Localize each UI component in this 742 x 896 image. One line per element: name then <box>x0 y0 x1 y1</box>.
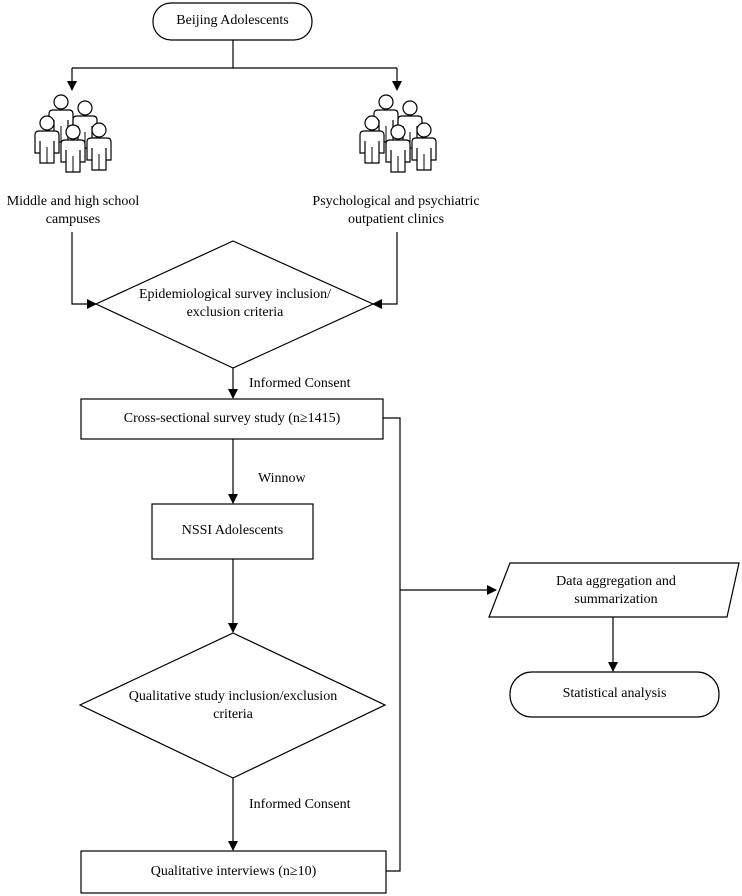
qual-criteria-label: Qualitative study inclusion/exclusion cr… <box>100 688 366 724</box>
merge-bracket <box>383 417 401 872</box>
statistical-terminator-shape <box>509 671 720 718</box>
cross-sectional-label: Cross-sectional survey study (n≥1415) <box>123 411 341 426</box>
campus-label-line2: campuses <box>45 212 101 227</box>
epi-criteria-line2: exclusion criteria <box>186 305 284 320</box>
nssi-box <box>151 503 314 560</box>
informed-consent-label-1: Informed Consent <box>249 376 351 391</box>
data-aggregation-label: Data aggregation and summarization <box>505 573 727 609</box>
campus-label-line1: Middle and high school <box>6 194 140 209</box>
qual-criteria-line2: criteria <box>213 707 253 722</box>
people-group-icon <box>34 94 112 173</box>
qual-interviews-label: Qualitative interviews (n≥10) <box>150 864 317 879</box>
qual-interviews-box <box>80 850 387 894</box>
clinic-label: Psychological and psychiatric outpatient… <box>300 193 492 229</box>
winnow-label: Winnow <box>258 471 306 486</box>
data-aggregation-line2: summarization <box>574 592 658 607</box>
campus-to-criteria-connector <box>71 232 97 309</box>
data-aggregation-line1: Data aggregation and <box>556 574 676 589</box>
clinic-label-line2: outpatient clinics <box>347 212 445 227</box>
people-group-icon <box>359 94 437 173</box>
statistical-label: Statistical analysis <box>562 686 667 701</box>
informed-consent-label-2: Informed Consent <box>249 797 351 812</box>
qual-criteria-line1: Qualitative study inclusion/exclusion <box>128 689 338 704</box>
nssi-label: NSSI Adolescents <box>181 523 284 538</box>
epi-criteria-label: Epidemiological survey inclusion/ exclus… <box>110 286 360 322</box>
data-aggregation-parallelogram <box>488 562 740 618</box>
cross-sectional-box <box>80 398 384 440</box>
clinic-to-criteria-connector <box>372 232 398 309</box>
epi-criteria-line1: Epidemiological survey inclusion/ <box>138 287 332 302</box>
clinic-label-line1: Psychological and psychiatric <box>312 194 480 209</box>
campus-label: Middle and high school campuses <box>0 193 146 229</box>
start-label: Beijing Adolescents <box>176 13 289 28</box>
